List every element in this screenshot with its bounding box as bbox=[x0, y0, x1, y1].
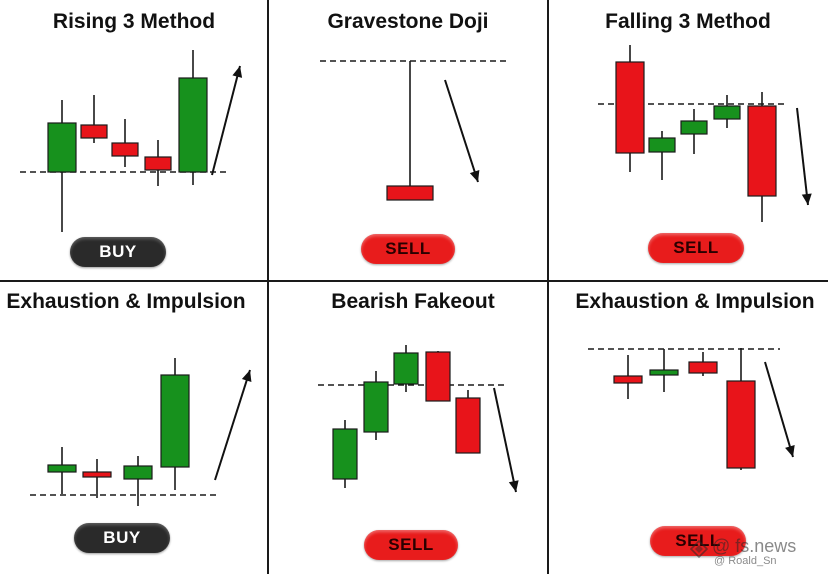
bearish-candle bbox=[80, 124, 108, 139]
buy-signal-badge: BUY bbox=[74, 523, 170, 553]
bearish-candle bbox=[455, 397, 481, 454]
watermark: @ fs.news @ Roald_Sn bbox=[690, 536, 828, 570]
bearish-candle bbox=[613, 375, 643, 384]
bearish-candle bbox=[747, 105, 777, 197]
buy-signal-badge: BUY bbox=[70, 237, 166, 267]
bearish-candle bbox=[111, 142, 139, 157]
panel-gravestone-doji-chart bbox=[320, 60, 510, 201]
down-trend-arrow-line bbox=[796, 107, 809, 206]
panel-exhaustion-impulsion-buy-chart bbox=[30, 358, 252, 506]
bullish-candle bbox=[332, 428, 358, 480]
bullish-candle bbox=[47, 464, 77, 473]
sell-signal-badge: SELL bbox=[364, 530, 458, 560]
bearish-candle bbox=[82, 471, 112, 478]
panel-title-rising-3-method: Rising 3 Method bbox=[52, 10, 216, 33]
bearish-candle bbox=[425, 351, 451, 402]
sell-signal-badge: SELL bbox=[361, 234, 455, 264]
up-trend-arrow-line bbox=[211, 65, 241, 176]
bullish-candle bbox=[123, 465, 153, 480]
bullish-candle bbox=[47, 122, 77, 173]
panel-title-bearish-fakeout: Bearish Fakeout bbox=[331, 290, 495, 313]
bullish-candle bbox=[363, 381, 389, 433]
bullish-candle bbox=[160, 374, 190, 468]
diamond-logo-icon bbox=[690, 540, 708, 558]
sell-signal-badge: SELL bbox=[650, 526, 746, 556]
bullish-candle bbox=[649, 369, 679, 376]
panel-title-falling-3-method: Falling 3 Method bbox=[605, 10, 771, 33]
down-arrow-icon bbox=[508, 480, 519, 492]
bullish-candle bbox=[393, 352, 419, 385]
down-trend-arrow-line bbox=[493, 387, 517, 493]
watermark-site: @ fs.news bbox=[712, 536, 797, 556]
bullish-candle bbox=[648, 137, 676, 153]
down-arrow-icon bbox=[785, 445, 795, 457]
down-arrow-icon bbox=[469, 169, 480, 182]
panel-title-gravestone-doji: Gravestone Doji bbox=[327, 10, 489, 33]
panel-exhaustion-impulsion-sell-chart bbox=[588, 348, 795, 470]
watermark-handle: @ Roald_Sn bbox=[714, 555, 777, 567]
up-arrow-icon bbox=[241, 370, 252, 382]
up-trend-arrow-line bbox=[214, 369, 251, 481]
sell-signal-badge: SELL bbox=[648, 233, 744, 263]
bearish-candle bbox=[726, 380, 756, 469]
bearish-candle bbox=[144, 156, 172, 171]
bullish-candle bbox=[713, 105, 741, 120]
bullish-candle bbox=[680, 120, 708, 135]
panel-falling-3-method-chart bbox=[598, 45, 812, 222]
panel-bearish-fakeout-chart bbox=[318, 345, 519, 493]
down-arrow-icon bbox=[801, 193, 812, 205]
panel-title-exhaustion-impulsion-buy: Exhaustion & Impulsion bbox=[6, 290, 246, 313]
down-trend-arrow-line bbox=[444, 79, 479, 183]
bearish-candle bbox=[688, 361, 718, 374]
up-arrow-icon bbox=[232, 66, 243, 78]
panel-rising-3-method-chart bbox=[20, 50, 243, 232]
bearish-candle bbox=[386, 185, 434, 201]
down-trend-arrow-line bbox=[764, 361, 794, 458]
panel-title-exhaustion-impulsion-sell: Exhaustion & Impulsion bbox=[575, 290, 815, 313]
bullish-candle bbox=[178, 77, 208, 173]
bearish-candle bbox=[615, 61, 645, 154]
